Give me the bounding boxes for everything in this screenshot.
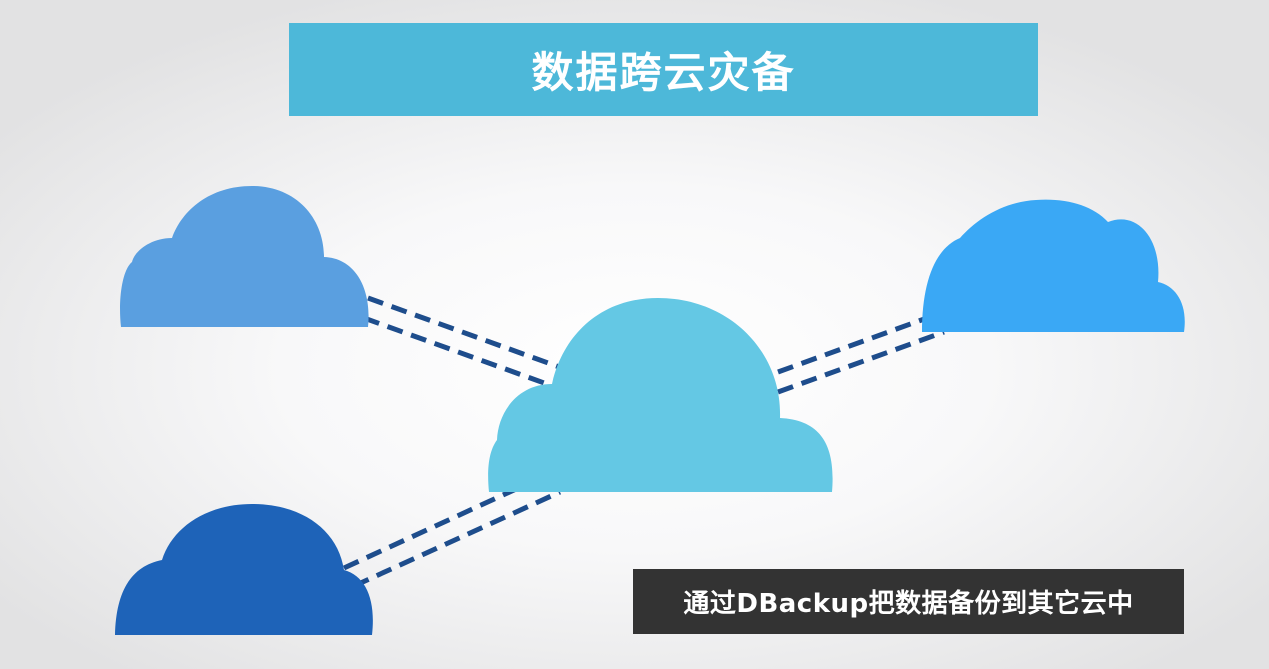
caption-box: 通过DBackup把数据备份到其它云中 xyxy=(633,569,1184,634)
caption-text: 通过DBackup把数据备份到其它云中 xyxy=(683,589,1134,619)
cloud-top-left xyxy=(120,186,369,327)
page-title: 数据跨云灾备 xyxy=(531,48,796,97)
connector-bottom-left xyxy=(342,475,562,589)
cloud-bottom-left xyxy=(115,504,373,635)
connector-top-right xyxy=(777,311,945,395)
cloud-center xyxy=(488,298,833,492)
cloud-top-right xyxy=(922,199,1185,332)
title-banner: 数据跨云灾备 xyxy=(289,23,1038,116)
connector-top-left xyxy=(363,295,563,391)
